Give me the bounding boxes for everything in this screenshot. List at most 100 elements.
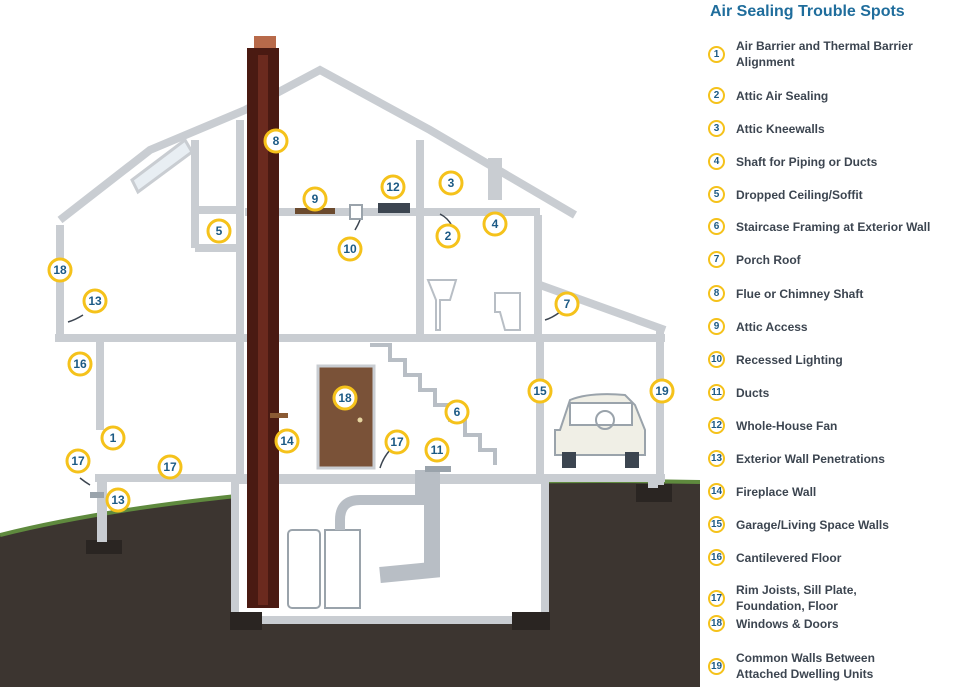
callout-badge: 13 [105, 487, 131, 513]
legend-label: Flue or Chimney Shaft [736, 286, 864, 301]
legend-label: Common Walls Between Attached Dwelling U… [736, 651, 875, 681]
door [316, 364, 376, 470]
callout-number: 18 [53, 263, 67, 277]
callout-badge: 12 [380, 174, 406, 200]
callout-badge: 19 [649, 378, 675, 404]
legend-item: 10 Recessed Lighting [708, 351, 980, 368]
callout-badge: 15 [527, 378, 553, 404]
callout-number: 7 [564, 297, 571, 311]
duct-run [335, 470, 425, 530]
callout-number: 4 [492, 217, 499, 231]
duct-trunk [379, 470, 440, 583]
callout-number: 17 [163, 460, 177, 474]
callout-number: 15 [533, 384, 547, 398]
legend-title: Air Sealing Trouble Spots [710, 3, 905, 20]
footing-right [512, 612, 550, 630]
legend-number-badge: 3 [708, 120, 725, 137]
callout-number: 18 [338, 391, 352, 405]
legend-item: 19 Common Walls Between Attached Dwelling… [708, 650, 980, 682]
legend-number-badge: 1 [708, 45, 725, 63]
legend-number-badge: 6 [708, 218, 725, 235]
callout-number: 12 [386, 180, 400, 194]
legend-label: Dropped Ceiling/Soffit [736, 187, 863, 202]
legend-number-badge: 2 [708, 87, 725, 104]
whole-house-fan [378, 203, 410, 213]
callout-badge: 9 [302, 186, 328, 212]
callout-number: 5 [216, 224, 223, 238]
skylight [130, 137, 194, 195]
footing-left [230, 612, 262, 630]
legend-item: 4 Shaft for Piping or Ducts [708, 153, 980, 170]
legend-number-badge: 19 [708, 657, 725, 675]
legend-label: Exterior Wall Penetrations [736, 451, 885, 466]
callout-badge: 4 [482, 211, 508, 237]
callout-badge: 8 [263, 128, 289, 154]
callout-number: 17 [390, 435, 404, 449]
legend-label: Porch Roof [736, 252, 801, 267]
callout-badge: 5 [206, 218, 232, 244]
legend-item: 13 Exterior Wall Penetrations [708, 450, 980, 467]
chimney-flue [258, 55, 268, 605]
legend-label: Ducts [736, 385, 770, 400]
callout-badge: 2 [435, 223, 461, 249]
foundation-post-right [648, 478, 658, 488]
mantel [270, 413, 288, 418]
duct-register [425, 466, 451, 472]
callout-number: 17 [71, 454, 85, 468]
house-diagram: 8 9 12 3 5 10 2 4 18 13 7 16 18 15 19 6 1 14 17 11 17 17 13 [0, 36, 700, 687]
legend-label: Air Barrier and Thermal Barrier Alignmen… [736, 39, 913, 69]
legend-number-badge: 8 [708, 285, 725, 302]
callout-badge: 13 [82, 288, 108, 314]
staircase [370, 343, 497, 465]
callout-badge: 14 [274, 428, 300, 454]
legend-item: 8 Flue or Chimney Shaft [708, 285, 980, 302]
legend-number-badge: 15 [708, 516, 725, 533]
legend-number-badge: 13 [708, 450, 725, 467]
legend-label: Fireplace Wall [736, 484, 817, 499]
legend-number-badge: 11 [708, 384, 725, 401]
callout-number: 10 [343, 242, 357, 256]
callout-number: 9 [312, 192, 319, 206]
callout-arrows [67, 213, 561, 486]
callout-badge: 7 [554, 291, 580, 317]
callout-badge: 6 [444, 399, 470, 425]
legend-label: Whole-House Fan [736, 418, 838, 433]
legend-label: Shaft for Piping or Ducts [736, 154, 878, 169]
callout-badge: 3 [438, 170, 464, 196]
legend-number-badge: 9 [708, 318, 725, 335]
callout-number: 19 [655, 384, 669, 398]
callout-badge: 18 [47, 257, 73, 283]
legend-number-badge: 5 [708, 186, 725, 203]
callout-badge: 17 [157, 454, 183, 480]
furnace [324, 529, 361, 609]
legend-label: Attic Air Sealing [736, 88, 829, 103]
legend-label: Garage/Living Space Walls [736, 517, 889, 532]
callout-badge: 18 [332, 385, 358, 411]
callout-number: 2 [445, 229, 452, 243]
water-heater [287, 529, 321, 609]
legend-label: Recessed Lighting [736, 352, 843, 367]
foundation-post-left [97, 480, 107, 542]
callout-number: 13 [88, 294, 102, 308]
legend-label: Staircase Framing at Exterior Wall [736, 219, 931, 234]
legend-number-badge: 10 [708, 351, 725, 368]
legend-item: 6 Staircase Framing at Exterior Wall [708, 218, 980, 235]
legend-label: Rim Joists, Sill Plate, Foundation, Floo… [736, 583, 857, 613]
callout-number: 16 [73, 357, 87, 371]
sink [426, 279, 458, 331]
callout-badge: 11 [424, 437, 450, 463]
legend-number-badge: 4 [708, 153, 725, 170]
door-knob [357, 417, 363, 423]
legend-number-badge: 16 [708, 549, 725, 566]
callout-badge: 17 [384, 429, 410, 455]
callout-badges: 8 9 12 3 5 10 2 4 18 13 7 16 18 15 19 6 1 14 17 11 17 17 13 [47, 128, 675, 513]
callout-number: 1 [110, 431, 117, 445]
pier-left [86, 540, 122, 554]
legend-item: 1 Air Barrier and Thermal Barrier Alignme… [708, 38, 980, 70]
callout-number: 3 [448, 176, 455, 190]
callout-number: 8 [273, 134, 280, 148]
legend-item: 5 Dropped Ceiling/Soffit [708, 186, 980, 203]
